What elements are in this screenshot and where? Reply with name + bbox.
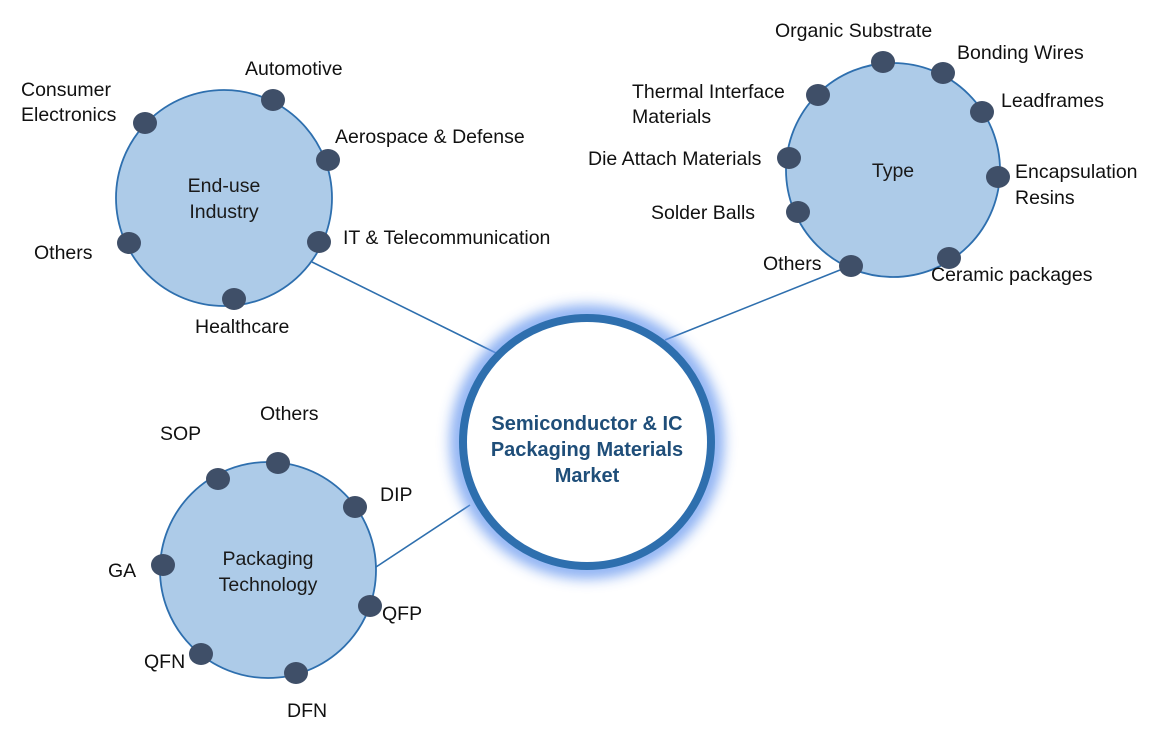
item-label-line: Materials (632, 106, 711, 128)
item-label-dip: DIP (380, 484, 413, 506)
item-label-ceramic-packages: Ceramic packages (931, 264, 1093, 286)
item-label-line: Thermal Interface (632, 81, 785, 103)
hub-end-use-industry: End-use Industry Consumer Electronics Au… (21, 58, 550, 338)
node-dot (261, 89, 285, 111)
node-dot (871, 51, 895, 73)
item-label-it-telecommunication: IT & Telecommunication (343, 227, 550, 249)
hub-title-line-2: Industry (189, 201, 259, 223)
node-dot (970, 101, 994, 123)
connector-packaging-technology (375, 504, 471, 568)
hub-packaging-technology: Packaging Technology Others SOP DIP GA Q… (108, 403, 422, 722)
item-label-ga: GA (108, 560, 136, 582)
node-dot (986, 166, 1010, 188)
item-label-aerospace-defense: Aerospace & Defense (335, 126, 525, 148)
node-dot (284, 662, 308, 684)
center-title-line-1: Semiconductor & IC (491, 413, 682, 435)
item-label-organic-substrate: Organic Substrate (775, 20, 932, 42)
item-label-others: Others (763, 253, 822, 275)
node-dot (343, 496, 367, 518)
center-node: Semiconductor & IC Packaging Materials M… (451, 306, 723, 578)
hub-title-line-2: Technology (219, 574, 318, 596)
item-label-others: Others (34, 242, 93, 264)
hub-title-line-1: End-use (188, 175, 261, 197)
node-dot (117, 232, 141, 254)
node-dot (151, 554, 175, 576)
center-circle (459, 314, 715, 570)
node-dot (777, 147, 801, 169)
item-label-encapsulation-resins: Encapsulation Resins (1015, 161, 1143, 209)
node-dot (189, 643, 213, 665)
node-dot (316, 149, 340, 171)
node-dot (839, 255, 863, 277)
node-dot (931, 62, 955, 84)
item-label-thermal-interface-materials: Thermal Interface Materials (632, 81, 790, 128)
node-dot (266, 452, 290, 474)
item-label-bonding-wires: Bonding Wires (957, 42, 1084, 64)
item-label-sop: SOP (160, 423, 201, 445)
connector-type (664, 269, 841, 341)
connectors (311, 261, 841, 568)
center-title-line-3: Market (555, 465, 620, 487)
item-label-qfn: QFN (144, 651, 185, 673)
center-title-line-2: Packaging Materials (491, 439, 683, 461)
item-label-line: Resins (1015, 187, 1075, 209)
hub-circle (115, 89, 333, 307)
connector-end-use-industry (311, 261, 497, 354)
item-label-consumer-electronics: Consumer Electronics (21, 79, 117, 126)
item-label-line: Electronics (21, 104, 117, 126)
item-label-leadframes: Leadframes (1001, 90, 1104, 112)
node-dot (222, 288, 246, 310)
node-dot (806, 84, 830, 106)
item-label-healthcare: Healthcare (195, 316, 289, 338)
node-dot (133, 112, 157, 134)
item-label-die-attach-materials: Die Attach Materials (588, 148, 762, 170)
item-label-others: Others (260, 403, 319, 425)
node-dot (358, 595, 382, 617)
node-dot (206, 468, 230, 490)
item-label-dfn: DFN (287, 700, 327, 722)
hub-circle (159, 461, 377, 679)
hub-title-line-1: Type (872, 160, 914, 182)
item-label-line: Consumer (21, 79, 111, 101)
item-label-solder-balls: Solder Balls (651, 202, 755, 224)
node-dot (307, 231, 331, 253)
item-label-line: Encapsulation (1015, 161, 1138, 183)
node-dot (786, 201, 810, 223)
item-label-qfp: QFP (382, 603, 422, 625)
hub-title-line-1: Packaging (222, 548, 313, 570)
item-label-automotive: Automotive (245, 58, 343, 80)
hub-type: Type Organic Substrate Bonding Wires Lea… (588, 20, 1143, 286)
node-dot (937, 247, 961, 269)
